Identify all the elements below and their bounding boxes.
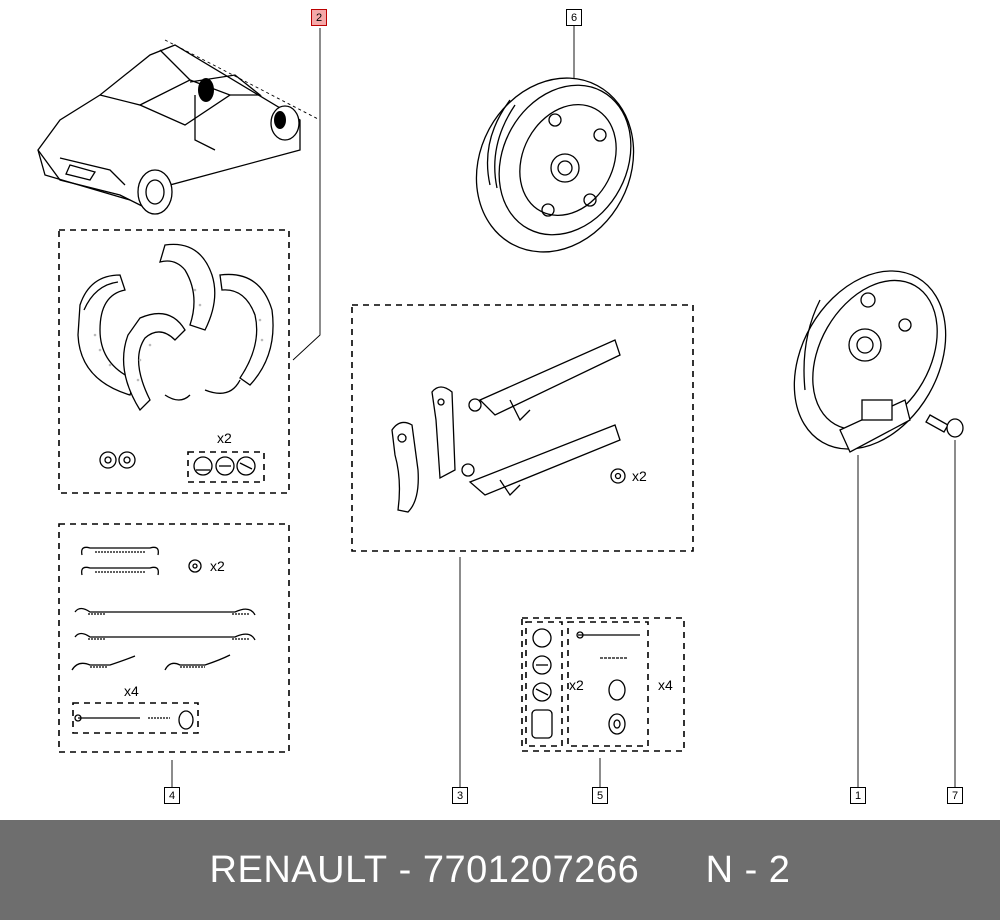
backing-plate <box>793 270 947 453</box>
qty-hardware-x2: x2 <box>569 677 584 693</box>
adjuster-kit-box <box>351 304 694 552</box>
brake-shoes <box>77 243 274 469</box>
qty-springs-x4: x4 <box>124 683 139 699</box>
hardware-right-subbox <box>567 621 649 747</box>
callout-3[interactable]: 3 <box>452 787 468 804</box>
adjuster-levers <box>391 339 626 513</box>
qty-shoes-x2: x2 <box>217 430 232 446</box>
callout-1[interactable]: 1 <box>850 787 866 804</box>
hardware-parts <box>531 628 640 739</box>
footer-separator: - <box>398 848 412 891</box>
exploded-parts-diagram <box>37 26 964 788</box>
footer-brand: RENAULT <box>209 848 388 891</box>
shoe-retaining-cups <box>193 456 256 476</box>
hardware-left-subbox <box>525 621 563 747</box>
brake-shoe-kit-box <box>58 229 290 494</box>
brake-drum <box>475 77 635 253</box>
bolt <box>925 414 964 438</box>
callout-6[interactable]: 6 <box>566 9 582 26</box>
qty-springs-x2: x2 <box>210 558 225 574</box>
car-illustration <box>37 39 321 215</box>
callout-2[interactable]: 2 <box>311 9 327 26</box>
return-springs <box>71 546 256 671</box>
shoe-pins-subbox <box>187 451 265 483</box>
hardware-kit-box <box>521 617 685 752</box>
qty-adjuster-x2: x2 <box>632 468 647 484</box>
callout-5[interactable]: 5 <box>592 787 608 804</box>
callout-7[interactable]: 7 <box>947 787 963 804</box>
leader-line-2 <box>292 28 321 361</box>
hold-down-pins <box>74 710 194 730</box>
qty-hardware-x4: x4 <box>658 677 673 693</box>
footer-part-number: 7701207266 <box>422 848 640 891</box>
callout-4[interactable]: 4 <box>164 787 180 804</box>
footer-banner: RENAULT - 7701207266 N - 2 <box>0 820 1000 920</box>
footer-page-label: N - 2 <box>705 848 791 891</box>
spring-kit-box <box>58 523 290 753</box>
